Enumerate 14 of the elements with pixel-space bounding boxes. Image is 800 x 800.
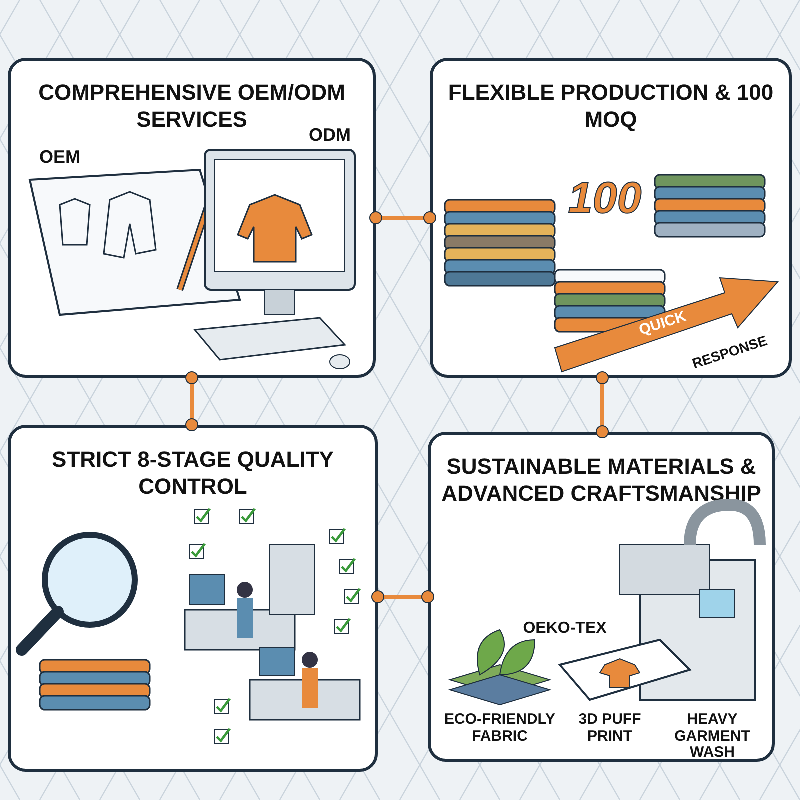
arrow-text: QUICK [636, 306, 690, 342]
quantity-number: 100 [567, 175, 643, 224]
panel-heading: SUSTAINABLE MATERIALS & ADVANCED CRAFTSMANSHIP [440, 453, 762, 507]
panel-heading: FLEXIBLE PRODUCTION & 100 MOQ [447, 79, 775, 133]
connector-line [186, 372, 198, 432]
feature-caption: ECO-FRIENDLY FABRIC [443, 712, 557, 745]
panel-heading: STRICT 8-STAGE QUALITY CONTROL [51, 446, 335, 500]
variant-label: OEM [38, 148, 82, 168]
connector-line [596, 372, 609, 438]
certification-label: OEKO-TEX [522, 620, 608, 638]
connector-line [372, 590, 434, 604]
feature-caption: 3D PUFF PRINT [578, 712, 642, 745]
feature-caption: HEAVY GARMENT WASH [674, 712, 752, 762]
connector-line [370, 212, 436, 224]
